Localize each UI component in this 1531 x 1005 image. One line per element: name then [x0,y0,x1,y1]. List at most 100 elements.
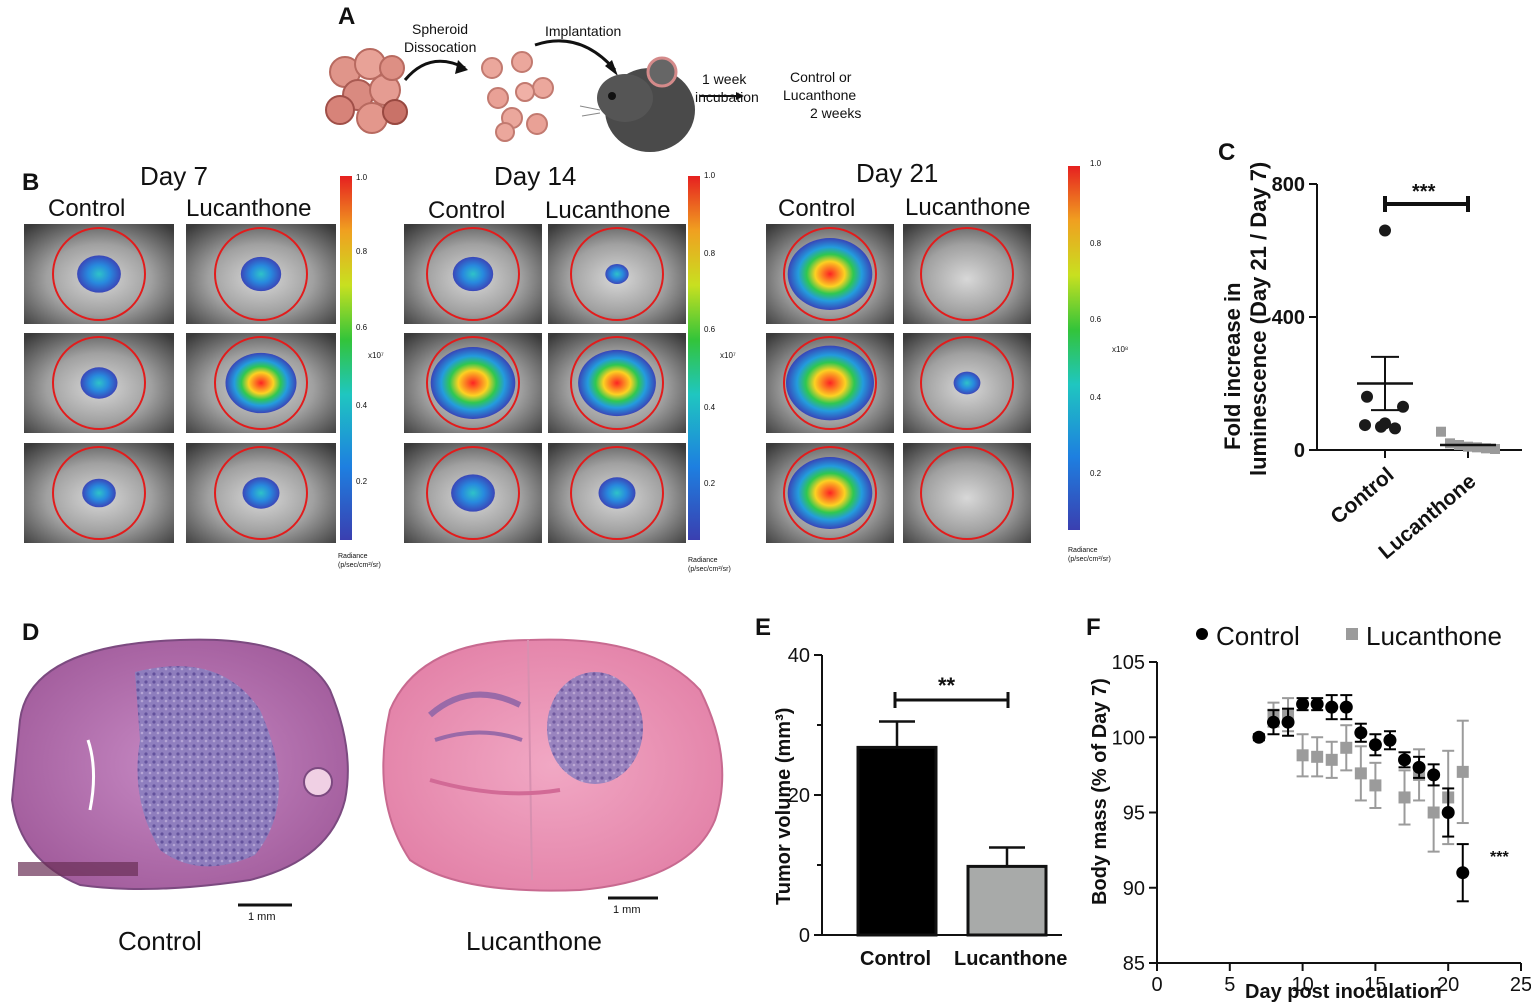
step-two-weeks: 2 weeks [810,105,861,121]
scale-bar-label: 1 mm [248,911,276,923]
color-scale-bar [1068,166,1080,530]
bli-tile [548,224,686,324]
data-point-control [1281,715,1295,729]
data-point-lucanthone [1456,765,1469,778]
step-lucanthone: Lucanthone [783,87,856,103]
bli-tile [186,224,336,324]
data-point-lucanthone [1311,750,1324,763]
svg-text:1.0: 1.0 [704,171,716,180]
svg-text:x10⁷: x10⁷ [720,351,736,360]
y-tick-label: 100 [1112,727,1145,749]
data-point-control [1359,419,1371,432]
data-point-control [1441,806,1455,819]
color-scale-bar [688,176,700,540]
data-point-lucanthone [1463,441,1473,452]
svg-text:x10⁷: x10⁷ [368,351,384,360]
y-axis-label-line-1: Fold increase in [1220,283,1245,451]
svg-text:0.2: 0.2 [704,479,716,488]
roi-circle [570,336,664,430]
brain-section-control: 1 mm Control [10,638,349,956]
roi-circle [214,336,308,430]
legend-marker-lucanthone [1346,628,1358,640]
color-scale-bar [340,176,352,540]
panel-letter-c: C [1218,139,1235,166]
significance-label: ** [938,673,956,698]
luminescence-signal [240,256,282,292]
roi-circle [920,336,1014,430]
data-point-control [1266,715,1280,729]
data-point-lucanthone [1354,767,1367,780]
y-tick-label: 800 [1272,174,1305,196]
data-point-control [1397,400,1409,413]
mouse-image [903,443,1031,543]
data-point-control [1398,753,1412,767]
bli-tile [903,333,1031,433]
bli-tile [24,443,174,543]
step-control-or: Control or [790,69,852,85]
luminescence-signal [225,352,297,414]
bli-tile [548,333,686,433]
data-point-control [1361,390,1373,403]
data-point-control [1354,726,1368,740]
data-point-control [1296,697,1310,711]
svg-text:0.2: 0.2 [1090,469,1102,478]
spheroid-illustration [325,48,408,134]
day-14-title: Day 14 [494,161,576,191]
y-axis-label-line-2: luminescence (Day 21 / Day 7) [1246,162,1271,476]
y-tick-label: 400 [1272,307,1305,329]
bli-tile [766,333,894,433]
data-point-control [1339,700,1353,714]
y-tick-label: 90 [1123,878,1145,900]
bar-lucanthone [966,864,1048,937]
svg-text:(p/sec/cm²/sr): (p/sec/cm²/sr) [1068,556,1111,563]
panel-a: A Spheroid Dissocation Imp [325,3,861,152]
data-point-control [1325,700,1339,714]
color-scale-day14: 1.0 0.8 0.6 x10⁷ 0.4 0.2 Radiance (p/sec… [688,171,736,573]
y-tick-label: 40 [788,645,810,667]
x-tick-label: 0 [1151,974,1162,996]
y-tick-label: 0 [799,925,810,947]
data-point-control [1252,730,1266,744]
step-dissociation: Dissocation [404,39,476,55]
legend-label-lucanthone: Lucanthone [1366,621,1502,651]
color-scale-day21: 1.0 0.8 0.6 x10⁸ 0.4 0.2 Radiance (p/sec… [1068,159,1128,563]
svg-text:Radiance: Radiance [688,557,718,564]
data-point-lucanthone [1296,749,1309,762]
roi-circle [52,227,146,321]
mouse-image [903,224,1031,324]
luminescence-signal [242,477,280,509]
day-7-title: Day 7 [140,161,208,191]
data-points [1252,694,1470,903]
day-21-lucanthone-header: Lucanthone [905,194,1030,221]
bli-tile [404,443,542,543]
bli-tile [186,443,336,543]
data-point-control [1383,733,1397,747]
section-label-lucanthone: Lucanthone [466,926,602,956]
step-spheroid: Spheroid [412,21,468,37]
data-point-lucanthone [1325,753,1338,766]
step-one-week: 1 week [702,71,747,87]
svg-text:0.4: 0.4 [704,403,716,412]
panel-f: F Control Lucanthone Body mass (% of Day… [1086,614,1531,1003]
bli-tile [24,224,174,324]
scale-bar-label: 1 mm [613,904,641,916]
luminescence-signal [786,345,874,421]
roi-circle [214,227,308,321]
data-point-control [1456,866,1470,880]
bli-tile [404,224,542,324]
luminescence-signal [452,256,494,292]
bars [856,720,1048,937]
x-tick-label-lucanthone: Lucanthone [954,948,1067,970]
dissociated-cells [481,51,554,142]
panel-b: B Day 7 Control Lucanthone Day 14 Contro… [22,158,1128,573]
x-tick-label: 20 [1437,974,1459,996]
data-point-lucanthone [1436,426,1446,437]
x-tick-label: 10 [1291,974,1313,996]
y-tick-label: 85 [1123,953,1145,975]
roi-circle [783,227,877,321]
